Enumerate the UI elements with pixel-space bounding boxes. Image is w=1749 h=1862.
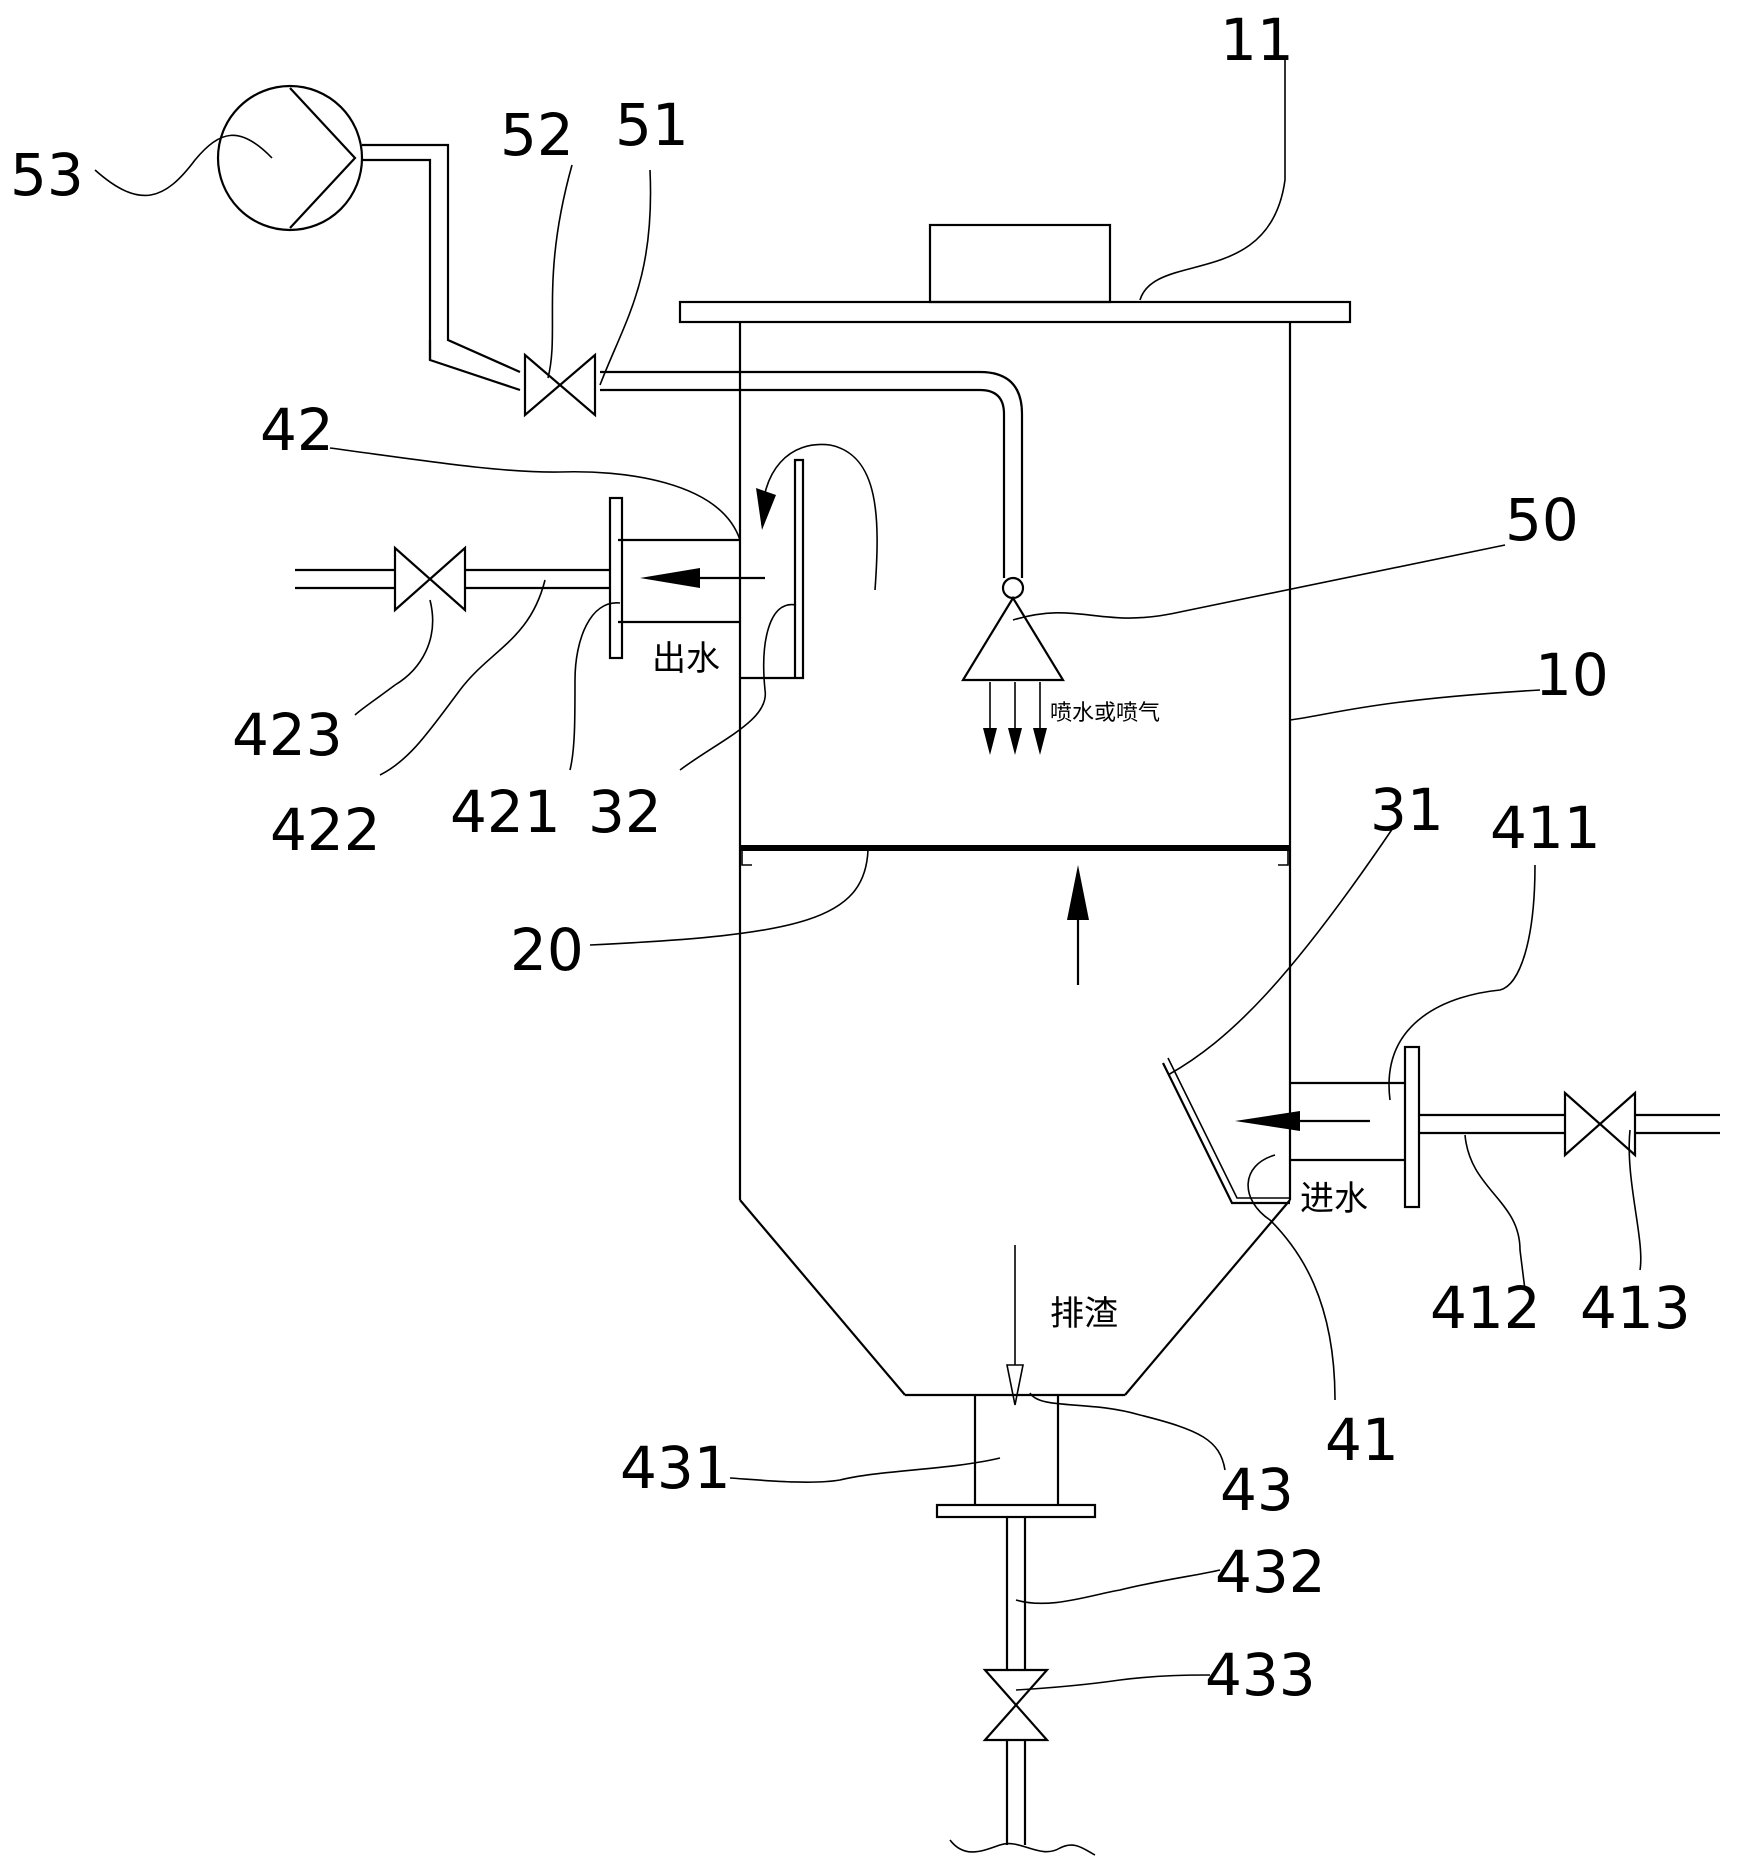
- label-412: 412: [1430, 1274, 1541, 1342]
- label-31: 31: [1370, 776, 1444, 844]
- spray-text: 喷水或喷气: [1050, 701, 1160, 726]
- label-413: 413: [1580, 1274, 1691, 1342]
- slag-discharge: [935, 1245, 1097, 1856]
- inlet-pipe-assembly: [1235, 1045, 1720, 1209]
- label-50: 50: [1505, 486, 1579, 554]
- outlet-pipe-assembly: [295, 496, 765, 660]
- label-411: 411: [1490, 794, 1601, 862]
- tank-body: [738, 330, 1292, 1397]
- label-431: 431: [620, 1434, 731, 1502]
- label-422: 422: [270, 796, 381, 864]
- label-51: 51: [615, 91, 689, 159]
- top-cover: [678, 223, 1352, 330]
- label-423: 423: [232, 701, 343, 769]
- label-421: 421: [450, 778, 561, 846]
- label-11: 11: [1220, 6, 1294, 74]
- label-53: 53: [10, 141, 84, 209]
- leader-lines: [94, 60, 1642, 1691]
- inlet-text: 进水: [1300, 1179, 1368, 1219]
- outlet-text: 出水: [652, 639, 720, 679]
- slag-text: 排渣: [1050, 1294, 1118, 1334]
- label-41: 41: [1325, 1406, 1399, 1474]
- outlet-baffle: [740, 443, 878, 680]
- reference-numerals: 11 50 10 31 411 20 412 413 41 43 431 432…: [10, 6, 1691, 1709]
- inlet-deflector: [1162, 1057, 1290, 1205]
- annotations: 出水 进水 排渣 喷水或喷气: [652, 639, 1368, 1334]
- spray-system: [216, 84, 1065, 755]
- label-52: 52: [500, 101, 574, 169]
- upflow-arrow: [1067, 865, 1089, 985]
- label-10: 10: [1535, 641, 1609, 709]
- filter-plate: [740, 845, 1290, 866]
- label-20: 20: [510, 916, 584, 984]
- label-433: 433: [1205, 1641, 1316, 1709]
- label-43: 43: [1220, 1456, 1294, 1524]
- label-42: 42: [260, 396, 334, 464]
- label-432: 432: [1215, 1538, 1326, 1606]
- label-32: 32: [588, 778, 662, 846]
